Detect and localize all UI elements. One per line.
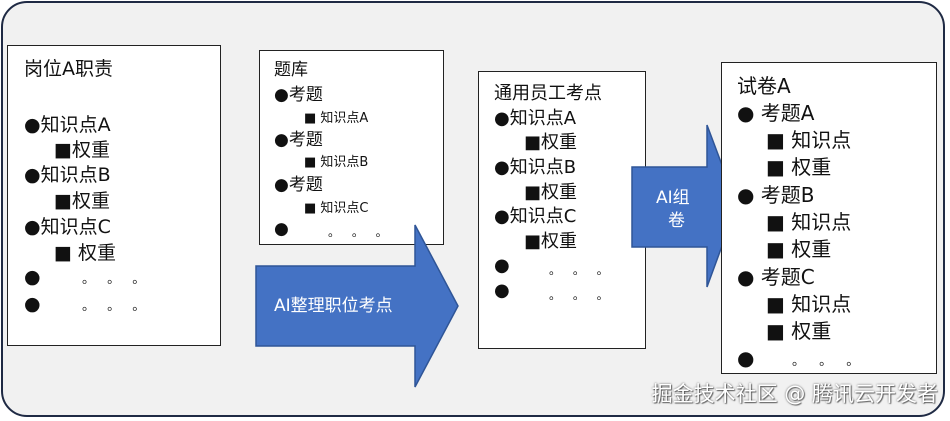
box-common-points-title: 通用员工考点 (494, 83, 602, 104)
weight-item: ■权重 (524, 182, 578, 203)
knowledge-subitem: ■ 知识点B (304, 155, 369, 170)
knowledge-subitem: ■ 知识点A (304, 111, 369, 126)
weight-subitem: ■ 权重 (766, 319, 832, 343)
weight-subitem: ■ 权重 (766, 155, 832, 179)
knowledge-subitem: ■ 知识点 (766, 128, 852, 152)
knowledge-subitem: ■ 知识点 (766, 210, 852, 234)
knowledge-item: ●知识点A (494, 108, 577, 129)
arrow-ai-organize-shape (255, 224, 459, 388)
box-question-bank-title: 题库 (274, 60, 308, 80)
ellipsis: 。 。 。 (328, 225, 392, 239)
bullet-item: ● (24, 266, 41, 288)
question-item: ● 考题B (737, 183, 815, 207)
box-common-points: 通用员工考点 ●知识点A ■权重 ●知识点B ■权重 ●知识点C ■权重 ● 。… (478, 71, 646, 349)
question-item: ●考题 (274, 130, 323, 150)
weight-item: ■权重 (524, 231, 578, 252)
bullet-item: ● (737, 346, 755, 370)
bullet-item: ● (274, 219, 289, 239)
weight-item: ■权重 (524, 132, 578, 153)
weight-item: ■权重 (54, 190, 110, 212)
arrow-ai-organize (255, 224, 459, 388)
bullet-item: ● (24, 293, 41, 315)
question-item: ●考题 (274, 175, 323, 195)
bullet-item: ● (494, 255, 510, 276)
knowledge-item: ●知识点A (24, 114, 111, 136)
box-exam-paper: 试卷A ● 考题A ■ 知识点 ■ 权重 ● 考题B ■ 知识点 ■ 权重 ● … (721, 62, 937, 374)
knowledge-item: ●知识点B (24, 164, 111, 186)
ellipsis: 。 。 。 (82, 299, 150, 314)
ellipsis: 。 。 。 (549, 263, 613, 277)
arrow-ai-assemble-label-line1: AI组 (656, 188, 690, 208)
box-job-duties: 岗位A职责 ●知识点A ■权重 ●知识点B ■权重 ●知识点C ■ 权重 ● 。… (7, 45, 221, 346)
arrow-ai-organize-label: AI整理职位考点 (274, 296, 393, 316)
arrow-ai-assemble-label-line2: 卷 (668, 211, 685, 231)
question-item: ● 考题A (737, 101, 815, 125)
watermark: 掘金技术社区 @ 腾讯云开发者 (651, 382, 938, 406)
ellipsis: 。 。 。 (82, 272, 150, 287)
question-item: ● 考题C (737, 265, 815, 289)
knowledge-subitem: ■ 知识点 (766, 292, 852, 316)
ellipsis: 。 。 。 (792, 354, 865, 369)
knowledge-subitem: ■ 知识点C (304, 201, 369, 216)
box-exam-paper-title: 试卷A (737, 74, 791, 98)
question-item: ●考题 (274, 85, 323, 105)
weight-subitem: ■ 权重 (766, 237, 832, 261)
weight-item: ■权重 (54, 139, 110, 161)
ellipsis: 。 。 。 (549, 288, 613, 302)
knowledge-item: ●知识点C (24, 216, 111, 238)
box-question-bank: 题库 ●考题 ■ 知识点A ●考题 ■ 知识点B ●考题 ■ 知识点C ● 。 … (259, 50, 444, 245)
weight-item: ■ 权重 (54, 242, 116, 264)
knowledge-item: ●知识点C (494, 206, 577, 227)
bullet-item: ● (494, 280, 510, 301)
box-job-duties-title: 岗位A职责 (24, 58, 113, 80)
knowledge-item: ●知识点B (494, 157, 577, 178)
